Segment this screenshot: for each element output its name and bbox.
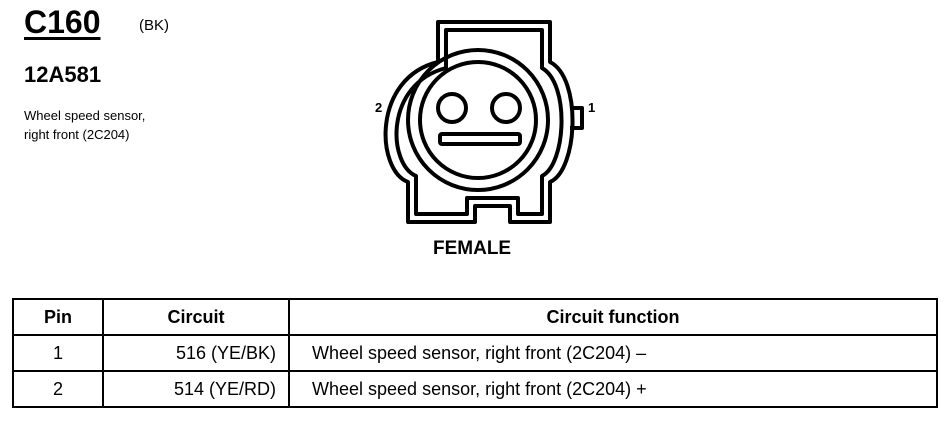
connector-description: Wheel speed sensor, right front (2C204) — [24, 106, 224, 144]
cell-circuit: 516 (YE/BK) — [102, 334, 290, 372]
header-circuit-function: Circuit function — [288, 298, 938, 336]
pin-2-label: 2 — [375, 100, 383, 115]
connector-face-ring-inner — [418, 60, 538, 180]
cell-pin: 2 — [12, 370, 104, 408]
pin-2-cavity — [436, 92, 468, 124]
part-number: 12A581 — [24, 62, 102, 87]
connector-face-diagram — [383, 20, 584, 224]
header-pin: Pin — [12, 298, 104, 336]
connector-face-ring-outer — [406, 48, 550, 192]
header-circuit: Circuit — [102, 298, 290, 336]
table-row: 2 514 (YE/RD) Wheel speed sensor, right … — [12, 370, 938, 408]
connector-id: C160 — [24, 4, 101, 40]
cell-circuit-function: Wheel speed sensor, right front (2C204) … — [288, 334, 938, 372]
pin-1-cavity — [490, 92, 522, 124]
cell-circuit: 514 (YE/RD) — [102, 370, 290, 408]
table-row: 1 516 (YE/BK) Wheel speed sensor, right … — [12, 334, 938, 372]
description-line-2: right front (2C204) — [24, 127, 130, 142]
pin-1-label: 1 — [588, 100, 596, 115]
cell-circuit-function: Wheel speed sensor, right front (2C204) … — [288, 370, 938, 408]
table-header-row: Pin Circuit Circuit function — [12, 298, 938, 336]
key-slot — [438, 132, 522, 146]
connector-housing-outline — [383, 20, 575, 224]
connector-gender-label: FEMALE — [433, 238, 512, 259]
description-line-1: Wheel speed sensor, — [24, 108, 146, 123]
cell-pin: 1 — [12, 334, 104, 372]
connector-inner-outline — [394, 28, 564, 216]
latch-tab — [570, 106, 584, 130]
pinout-table: Pin Circuit Circuit function 1 516 (YE/B… — [12, 298, 938, 408]
connector-color-code: (BK) — [139, 17, 169, 34]
